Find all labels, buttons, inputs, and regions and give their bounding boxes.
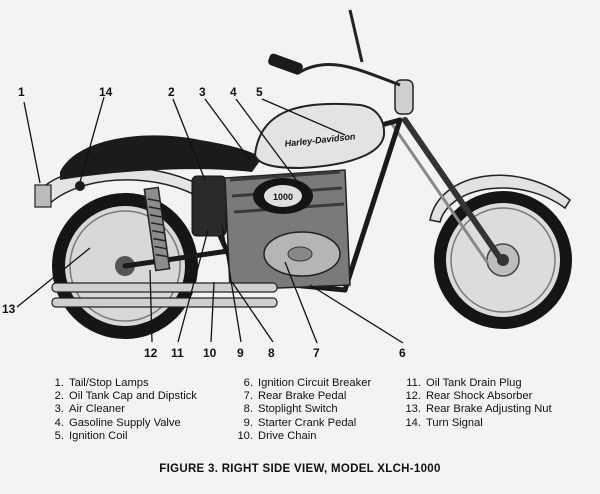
legend-column-2: 6.Ignition Circuit Breaker 7.Rear Brake … <box>237 377 371 443</box>
figure-caption: FIGURE 3. RIGHT SIDE VIEW, MODEL XLCH-10… <box>159 463 441 475</box>
legend-column-3: 11.Oil Tank Drain Plug 12.Rear Shock Abs… <box>405 377 552 430</box>
exhaust-pipes <box>51 282 278 308</box>
leader-lines <box>16 96 404 344</box>
air-cleaner: 1000 <box>253 178 313 214</box>
legend-item: 7.Rear Brake Pedal <box>243 390 347 403</box>
legend-item: 14.Turn Signal <box>405 416 483 429</box>
legend-item: 11.Oil Tank Drain Plug <box>406 377 522 389</box>
tail-lamp <box>34 184 52 208</box>
seat <box>60 135 262 180</box>
handlebar <box>299 9 401 87</box>
legend-item: 13.Rear Brake Adjusting Nut <box>405 403 552 416</box>
handlebar-grip <box>268 53 303 75</box>
legend-item: 10.Drive Chain <box>237 429 317 442</box>
legend-item: 1.Tail/Stop Lamps <box>54 377 149 389</box>
legend-item: 12.Rear Shock Absorber <box>405 390 533 403</box>
front-fork <box>390 117 503 264</box>
headlight <box>394 79 414 115</box>
legend-item: 9.Starter Crank Pedal <box>243 416 357 429</box>
callout-13: 13 <box>2 302 16 316</box>
legend-item: 4.Gasoline Supply Valve <box>54 416 181 429</box>
callout-8: 8 <box>268 346 275 360</box>
legend-item: 2.Oil Tank Cap and Dipstick <box>54 390 197 403</box>
legend-item: 3.Air Cleaner <box>54 403 125 416</box>
legend-column-1: 1.Tail/Stop Lamps 2.Oil Tank Cap and Dip… <box>48 377 197 443</box>
callout-1: 1 <box>18 85 25 99</box>
gas-tank: Harley-Davidson <box>253 102 386 170</box>
legend-item: 8.Stoplight Switch <box>243 403 338 416</box>
callout-10: 10 <box>203 346 217 360</box>
callout-5: 5 <box>256 85 263 99</box>
callout-3: 3 <box>199 85 206 99</box>
turn-signal <box>75 181 85 191</box>
callout-6: 6 <box>399 346 406 360</box>
callout-14: 14 <box>99 85 113 99</box>
callout-7: 7 <box>313 346 320 360</box>
callout-4: 4 <box>230 85 237 99</box>
legend-item: 6.Ignition Circuit Breaker <box>243 377 372 389</box>
motorcycle-illustration: 1000 Harley-Davidson <box>16 9 572 344</box>
air-cleaner-mark: 1000 <box>273 192 293 202</box>
callout-11: 11 <box>171 346 184 360</box>
callout-9: 9 <box>237 346 244 360</box>
callout-12: 12 <box>144 346 158 360</box>
rear-shock-absorber <box>143 186 171 272</box>
front-wheel <box>434 191 572 329</box>
callout-2: 2 <box>168 85 175 99</box>
legend-item: 5.Ignition Coil <box>54 429 128 442</box>
oil-tank <box>191 175 227 237</box>
